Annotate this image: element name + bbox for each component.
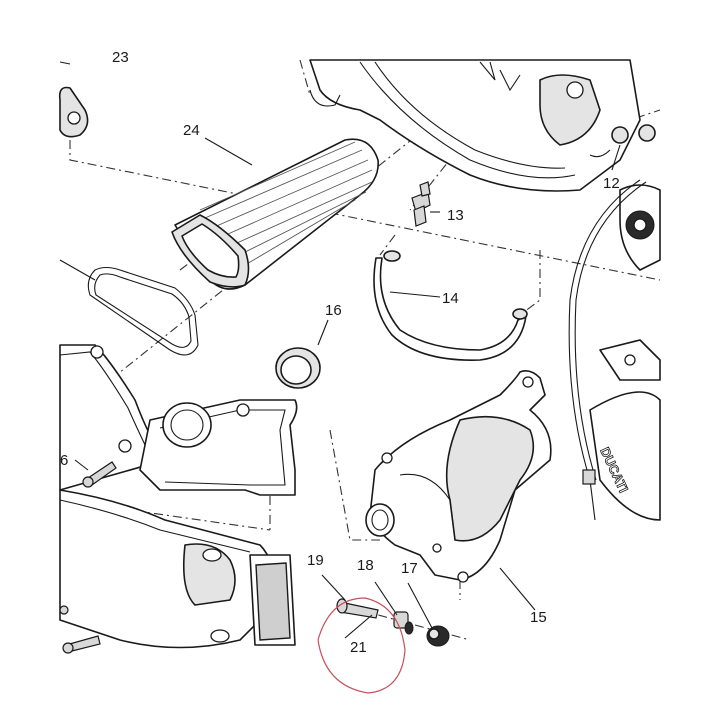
part-12-clamp [589,124,656,158]
callout-17: 17 [401,560,418,577]
lower-duct-housing [59,489,296,649]
part-6-screw [82,461,117,488]
highlight-circle [317,597,406,694]
engine-side-parts: DUCATI [589,184,661,521]
callout-labels: 24 13 12 14 16 6 15 19 18 17 21 23 [60,49,620,656]
callout-18: 18 [357,557,374,574]
top-left-fitting [58,61,89,138]
part-13-fitting [411,181,431,227]
bottom-left-screws [59,605,101,654]
throttle-cable [568,179,647,521]
part-15-airbox-body [365,370,552,583]
part-14-hose [373,250,528,361]
callout-15: 15 [530,609,547,626]
callout-13: 13 [447,207,464,224]
callout-16: 16 [325,302,342,319]
filter-gasket [87,266,199,356]
part-16-ring [275,347,321,389]
leader-lines [59,137,621,639]
callout-14: 14 [442,290,459,307]
callout-19: 19 [307,552,324,569]
callout-6: 6 [60,452,68,469]
callout-24: 24 [183,122,200,139]
frame-assembly [309,59,641,192]
airbox-cover [59,344,298,496]
callout-12: 12 [603,175,620,192]
callout-21: 21 [350,639,367,656]
part-24-air-filter [171,138,379,290]
part-17-grommet [426,625,450,647]
callout-23: 23 [112,49,129,66]
